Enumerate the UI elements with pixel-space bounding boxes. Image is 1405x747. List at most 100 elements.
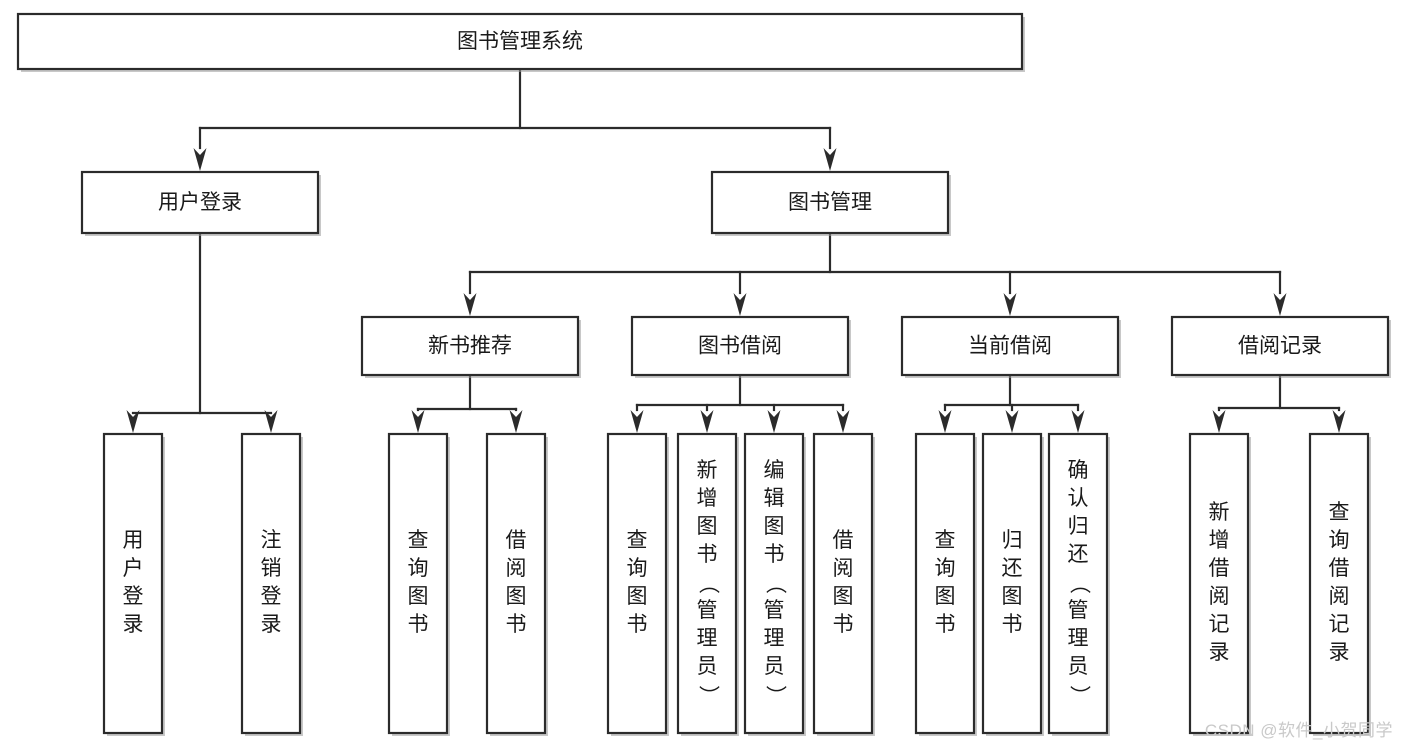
node-label-char: 记 xyxy=(1329,613,1350,636)
arrowhead-icon xyxy=(264,410,278,433)
node-rect[interactable] xyxy=(710,170,950,235)
node-rect[interactable] xyxy=(981,432,1043,735)
node-borrow[interactable]: 图书借阅 xyxy=(630,315,851,378)
node-rect[interactable] xyxy=(1047,432,1109,735)
node-rect[interactable] xyxy=(630,315,850,377)
edge-group-bookmgmt xyxy=(463,231,1287,316)
node-rect[interactable] xyxy=(900,315,1120,377)
node-label-char: 登 xyxy=(123,585,144,608)
edge-group-records xyxy=(1212,373,1346,433)
node-rect[interactable] xyxy=(16,12,1024,71)
node-label-char: 查 xyxy=(408,529,429,552)
node-label-char: 管 xyxy=(697,599,718,622)
node-label-char: 员 xyxy=(697,655,718,678)
node-label: 图书管理 xyxy=(788,191,872,214)
node-label-char: ） xyxy=(696,685,719,706)
arrowhead-icon xyxy=(1003,293,1017,316)
node-label-char: 登 xyxy=(261,585,282,608)
node-label-char: 书 xyxy=(833,613,854,636)
arrowhead-icon xyxy=(733,293,747,316)
arrowhead-icon xyxy=(126,410,140,433)
arrowhead-icon xyxy=(509,410,523,433)
node-label-char: 销 xyxy=(261,557,282,580)
node-label-char: 查 xyxy=(935,529,956,552)
node-label-char: 书 xyxy=(764,543,785,566)
node-rect[interactable] xyxy=(1170,315,1390,377)
arrowhead-icon xyxy=(1273,293,1287,316)
node-label-char: （ xyxy=(696,573,719,594)
node-label-char: 记 xyxy=(1209,613,1230,636)
node-label-char: 录 xyxy=(123,613,144,636)
node-rect[interactable] xyxy=(1308,432,1370,735)
node-rect[interactable] xyxy=(360,315,580,377)
node-label-char: 新 xyxy=(1209,501,1230,524)
node-rect[interactable] xyxy=(387,432,449,735)
node-rect[interactable] xyxy=(1188,432,1250,735)
node-rect[interactable] xyxy=(240,432,302,735)
arrowhead-icon xyxy=(767,410,781,433)
node-rect[interactable] xyxy=(80,170,320,235)
node-bookmgmt[interactable]: 图书管理 xyxy=(710,170,951,236)
node-rect[interactable] xyxy=(743,432,805,735)
node-label-char: ） xyxy=(1067,685,1090,706)
node-rect[interactable] xyxy=(606,432,668,735)
node-label-char: 阅 xyxy=(1329,585,1350,608)
node-label-char: ） xyxy=(763,685,786,706)
node-label-char: 增 xyxy=(1209,529,1230,552)
arrowhead-icon xyxy=(836,410,850,433)
node-rect[interactable] xyxy=(676,432,738,735)
node-leaf-user-login[interactable]: 用户登录 xyxy=(102,432,165,736)
node-rect[interactable] xyxy=(485,432,547,735)
node-label-char: 员 xyxy=(764,655,785,678)
node-records[interactable]: 借阅记录 xyxy=(1170,315,1391,378)
arrowhead-icon xyxy=(1332,410,1346,433)
node-label-char: 确 xyxy=(1068,459,1089,482)
node-label-char: 书 xyxy=(935,613,956,636)
node-label-char: 查 xyxy=(627,529,648,552)
arrowhead-icon xyxy=(938,410,952,433)
edge-group-login xyxy=(126,231,278,433)
node-label-char: 阅 xyxy=(506,557,527,580)
node-label-char: 书 xyxy=(697,543,718,566)
node-label-char: 图 xyxy=(697,515,718,538)
node-root[interactable]: 图书管理系统 xyxy=(16,12,1025,72)
node-label-char: 书 xyxy=(627,613,648,636)
node-label-char: 图 xyxy=(408,585,429,608)
node-label-char: 书 xyxy=(1002,613,1023,636)
node-label-char: 新 xyxy=(697,459,718,482)
node-rect[interactable] xyxy=(812,432,874,735)
node-label: 图书借阅 xyxy=(698,335,782,358)
node-current[interactable]: 当前借阅 xyxy=(900,315,1121,378)
node-rect[interactable] xyxy=(914,432,976,735)
arrowhead-icon xyxy=(630,410,644,433)
node-login[interactable]: 用户登录 xyxy=(80,170,321,236)
node-label: 用户登录 xyxy=(158,191,242,214)
node-newbook[interactable]: 新书推荐 xyxy=(360,315,581,378)
node-layer: 图书管理系统用户登录图书管理新书推荐图书借阅当前借阅借阅记录用户登录注销登录查询… xyxy=(16,12,1391,736)
node-label-char: 图 xyxy=(506,585,527,608)
node-label: 当前借阅 xyxy=(968,335,1052,358)
node-rect[interactable] xyxy=(102,432,164,735)
node-label-char: 理 xyxy=(1068,627,1089,650)
edge-group-newbook xyxy=(411,373,523,433)
